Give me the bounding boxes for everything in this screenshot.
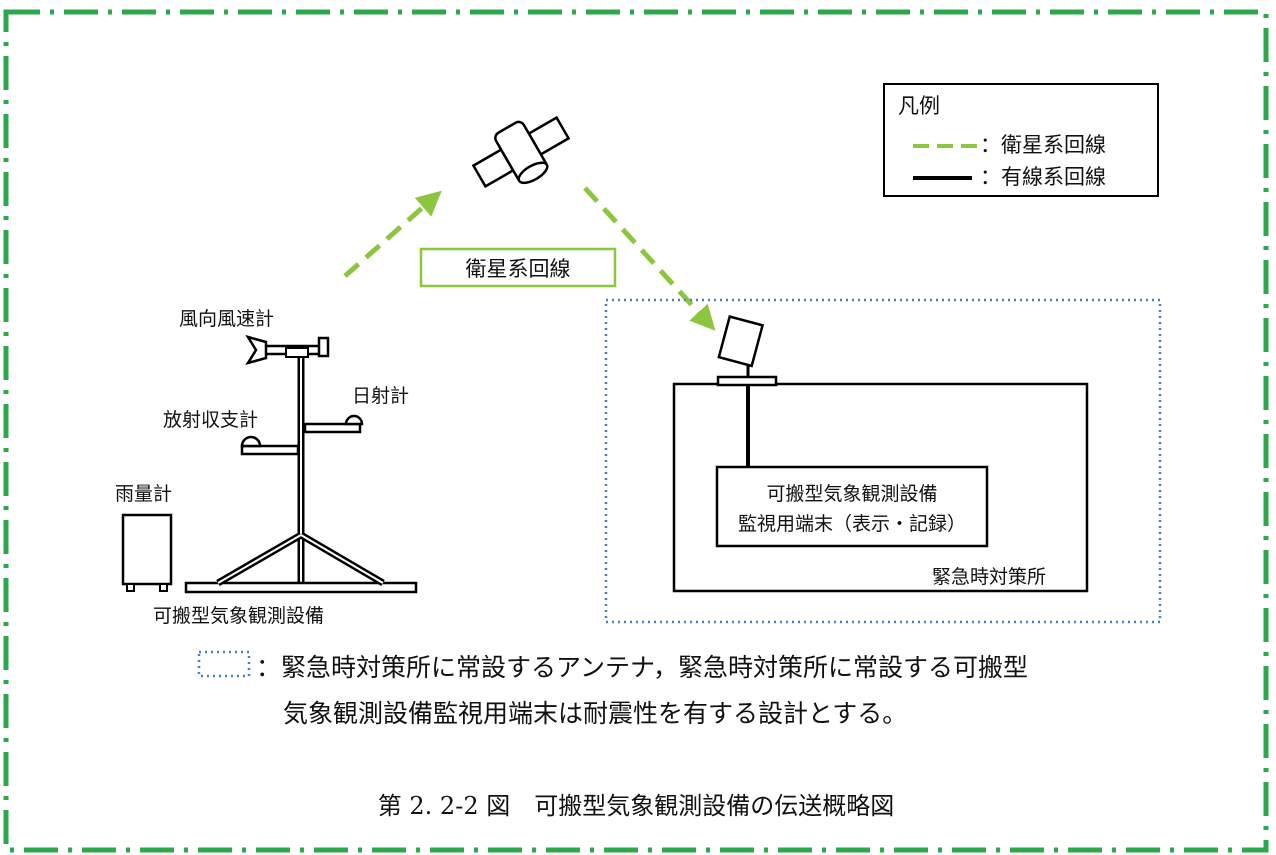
rain-gauge-label: 雨量計 xyxy=(115,483,172,505)
anemometer-icon xyxy=(245,334,330,366)
anemometer-label: 風向風速計 xyxy=(179,308,274,330)
legend: 凡例 ：衛星系回線 ：有線系回線 xyxy=(883,83,1159,197)
antenna-icon xyxy=(716,315,778,387)
terminal-label-line1: 可搬型気象観測設備 xyxy=(766,483,937,505)
legend-satellite-label: ：衛星系回線 xyxy=(980,133,1106,157)
weather-station: 風向風速計 日射計 放射収支計 雨量計 可搬型気象観測設備 xyxy=(115,308,418,627)
link-label: 衛星系回線 xyxy=(466,257,571,281)
outer-frame xyxy=(3,9,1269,853)
terminal-box xyxy=(715,465,989,548)
satellite-icon xyxy=(471,115,571,189)
terminal-label-line2: 監視用端末（表示・記録） xyxy=(738,513,966,535)
net-radiometer-icon xyxy=(240,435,300,456)
note-line1: ：緊急時対策所に常設するアンテナ，緊急時対策所に常設する可搬型 xyxy=(256,653,1028,682)
downlink-arrow xyxy=(583,186,716,331)
pyranometer-label: 日射計 xyxy=(352,385,409,407)
link-label-box xyxy=(419,247,617,288)
pyranometer-icon xyxy=(303,414,364,434)
seismic-zone-box xyxy=(604,298,1162,624)
note-line2: 気象観測設備監視用端末は耐震性を有する設計とする。 xyxy=(283,699,907,728)
note-dotted-swatch xyxy=(197,650,251,678)
figure-caption: 第 2. 2-2 図 可搬型気象観測設備の伝送概略図 xyxy=(378,792,894,820)
uplink-arrow xyxy=(343,190,442,278)
legend-wired-label: ：有線系回線 xyxy=(980,165,1106,189)
legend-title: 凡例 xyxy=(898,94,940,118)
station-equipment-label: 可搬型気象観測設備 xyxy=(153,605,324,627)
facility-label: 緊急時対策所 xyxy=(932,566,1046,588)
net-radiometer-label: 放射収支計 xyxy=(163,409,258,431)
station-base xyxy=(184,581,418,594)
rain-gauge-icon xyxy=(121,513,173,592)
